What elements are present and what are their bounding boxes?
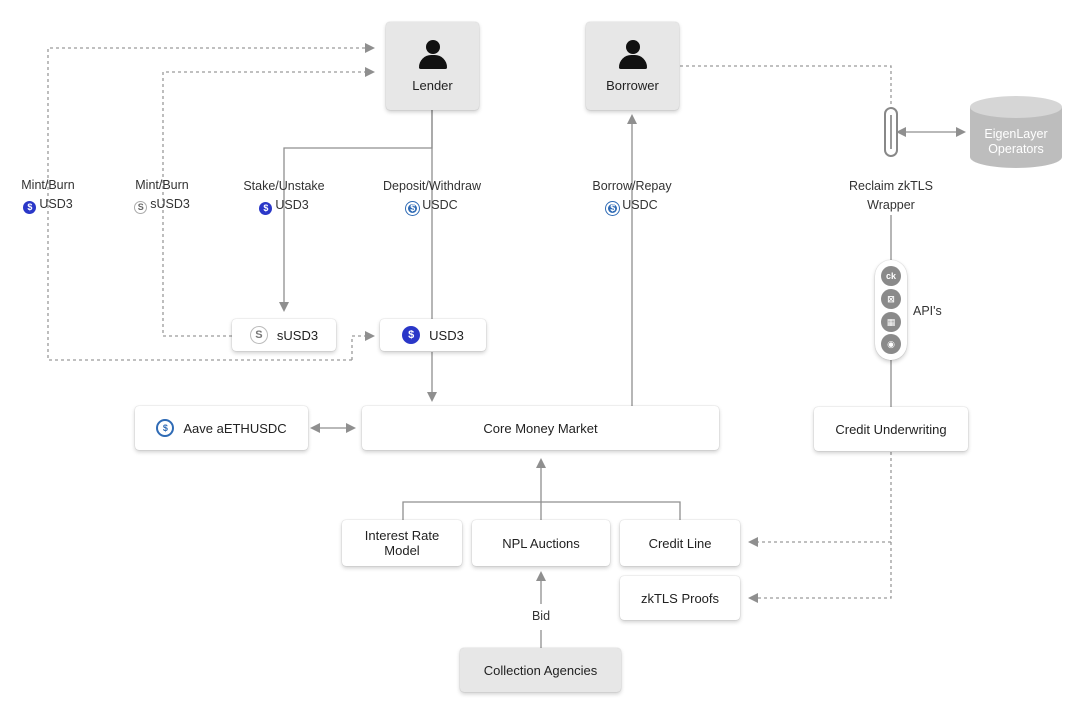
mint-burn-usd3-loop	[47, 43, 375, 361]
susd3-box: S sUSD3	[232, 319, 336, 351]
core-money-market-box: Core Money Market	[362, 406, 719, 450]
borrow-repay-token: USDC	[622, 198, 658, 212]
deposit-withdraw-title: Deposit/Withdraw	[383, 179, 481, 193]
apis-label: API's	[913, 304, 942, 318]
usdc-coin-icon: $	[406, 202, 420, 215]
api-icon-1: ck	[881, 266, 901, 286]
usd3-coin-icon: $	[259, 202, 273, 215]
core-money-market-label: Core Money Market	[483, 420, 598, 436]
mint-burn-susd3-token: sUSD3	[150, 197, 190, 211]
mint-burn-usd3-title: Mint/Burn	[21, 178, 75, 192]
mint-burn-susd3-loop	[162, 67, 375, 337]
usd3-box: $ USD3	[380, 319, 486, 351]
collection-agencies-box: Collection Agencies	[460, 648, 621, 692]
mint-burn-susd3-title: Mint/Burn	[135, 178, 189, 192]
reclaim-wrapper-label: Reclaim zkTLS Wrapper	[830, 177, 952, 215]
susd3-to-usd3-dotted	[351, 331, 375, 360]
aave-coin-icon: $	[156, 419, 175, 437]
borrower-label: Borrower	[606, 77, 659, 93]
bid-label: Bid	[531, 609, 551, 623]
borrower-to-wrapper-dotted	[680, 65, 892, 104]
credit-underwriting-box: Credit Underwriting	[814, 407, 968, 451]
borrower-box: Borrower	[586, 22, 679, 110]
npl-auctions-label: NPL Auctions	[502, 535, 580, 551]
eigenlayer-operators-label: EigenLayer Operators	[984, 127, 1048, 156]
eigenlayer-database-icon	[970, 96, 1062, 168]
reclaim-wrapper-line2: Wrapper	[867, 198, 915, 212]
user-icon	[618, 39, 648, 70]
interest-rate-model-label: Interest Rate Model	[364, 528, 440, 558]
aave-box: $ Aave aETHUSDC	[135, 406, 308, 450]
borrow-repay-title: Borrow/Repay	[592, 179, 672, 193]
usd3-label: USD3	[429, 327, 464, 343]
usd3-coin-icon: $	[402, 326, 421, 344]
usdc-coin-icon: $	[606, 202, 620, 215]
stake-unstake-label: Stake/Unstake $USD3	[234, 177, 334, 215]
collection-agencies-label: Collection Agencies	[483, 662, 598, 678]
mint-burn-usd3-label: Mint/Burn $USD3	[10, 176, 86, 214]
deposit-withdraw-label: Deposit/Withdraw $USDC	[372, 177, 492, 215]
zktls-proofs-label: zkTLS Proofs	[640, 590, 720, 606]
mint-burn-usd3-token: USD3	[39, 197, 73, 211]
underwriting-to-creditline-dotted	[748, 452, 892, 603]
api-icon-2: ⊠	[881, 289, 901, 309]
api-icon-4: ◉	[881, 334, 901, 354]
borrow-repay-label: Borrow/Repay $USDC	[582, 177, 682, 215]
api-icon-3: ▦	[881, 312, 901, 332]
credit-underwriting-label: Credit Underwriting	[835, 421, 947, 437]
user-icon	[418, 39, 448, 70]
lender-box: Lender	[386, 22, 479, 110]
interest-rate-model-box: Interest Rate Model	[342, 520, 462, 566]
stake-unstake-title: Stake/Unstake	[243, 179, 325, 193]
reclaim-wrapper-icon	[884, 107, 898, 157]
api-icon-strip: ck ⊠ ▦ ◉	[875, 260, 907, 360]
credit-line-box: Credit Line	[620, 520, 740, 566]
lender-label: Lender	[412, 77, 453, 93]
reclaim-wrapper-line1: Reclaim zkTLS	[848, 179, 934, 193]
susd3-coin-icon: S	[134, 201, 148, 214]
deposit-withdraw-token: USDC	[422, 198, 458, 212]
susd3-coin-icon: S	[249, 326, 268, 344]
zktls-proofs-box: zkTLS Proofs	[620, 576, 740, 620]
susd3-label: sUSD3	[276, 327, 319, 343]
stake-unstake-token: USD3	[275, 198, 309, 212]
aave-label: Aave aETHUSDC	[183, 420, 287, 436]
credit-line-label: Credit Line	[648, 535, 712, 551]
usd3-coin-icon: $	[23, 201, 37, 214]
npl-auctions-box: NPL Auctions	[472, 520, 610, 566]
